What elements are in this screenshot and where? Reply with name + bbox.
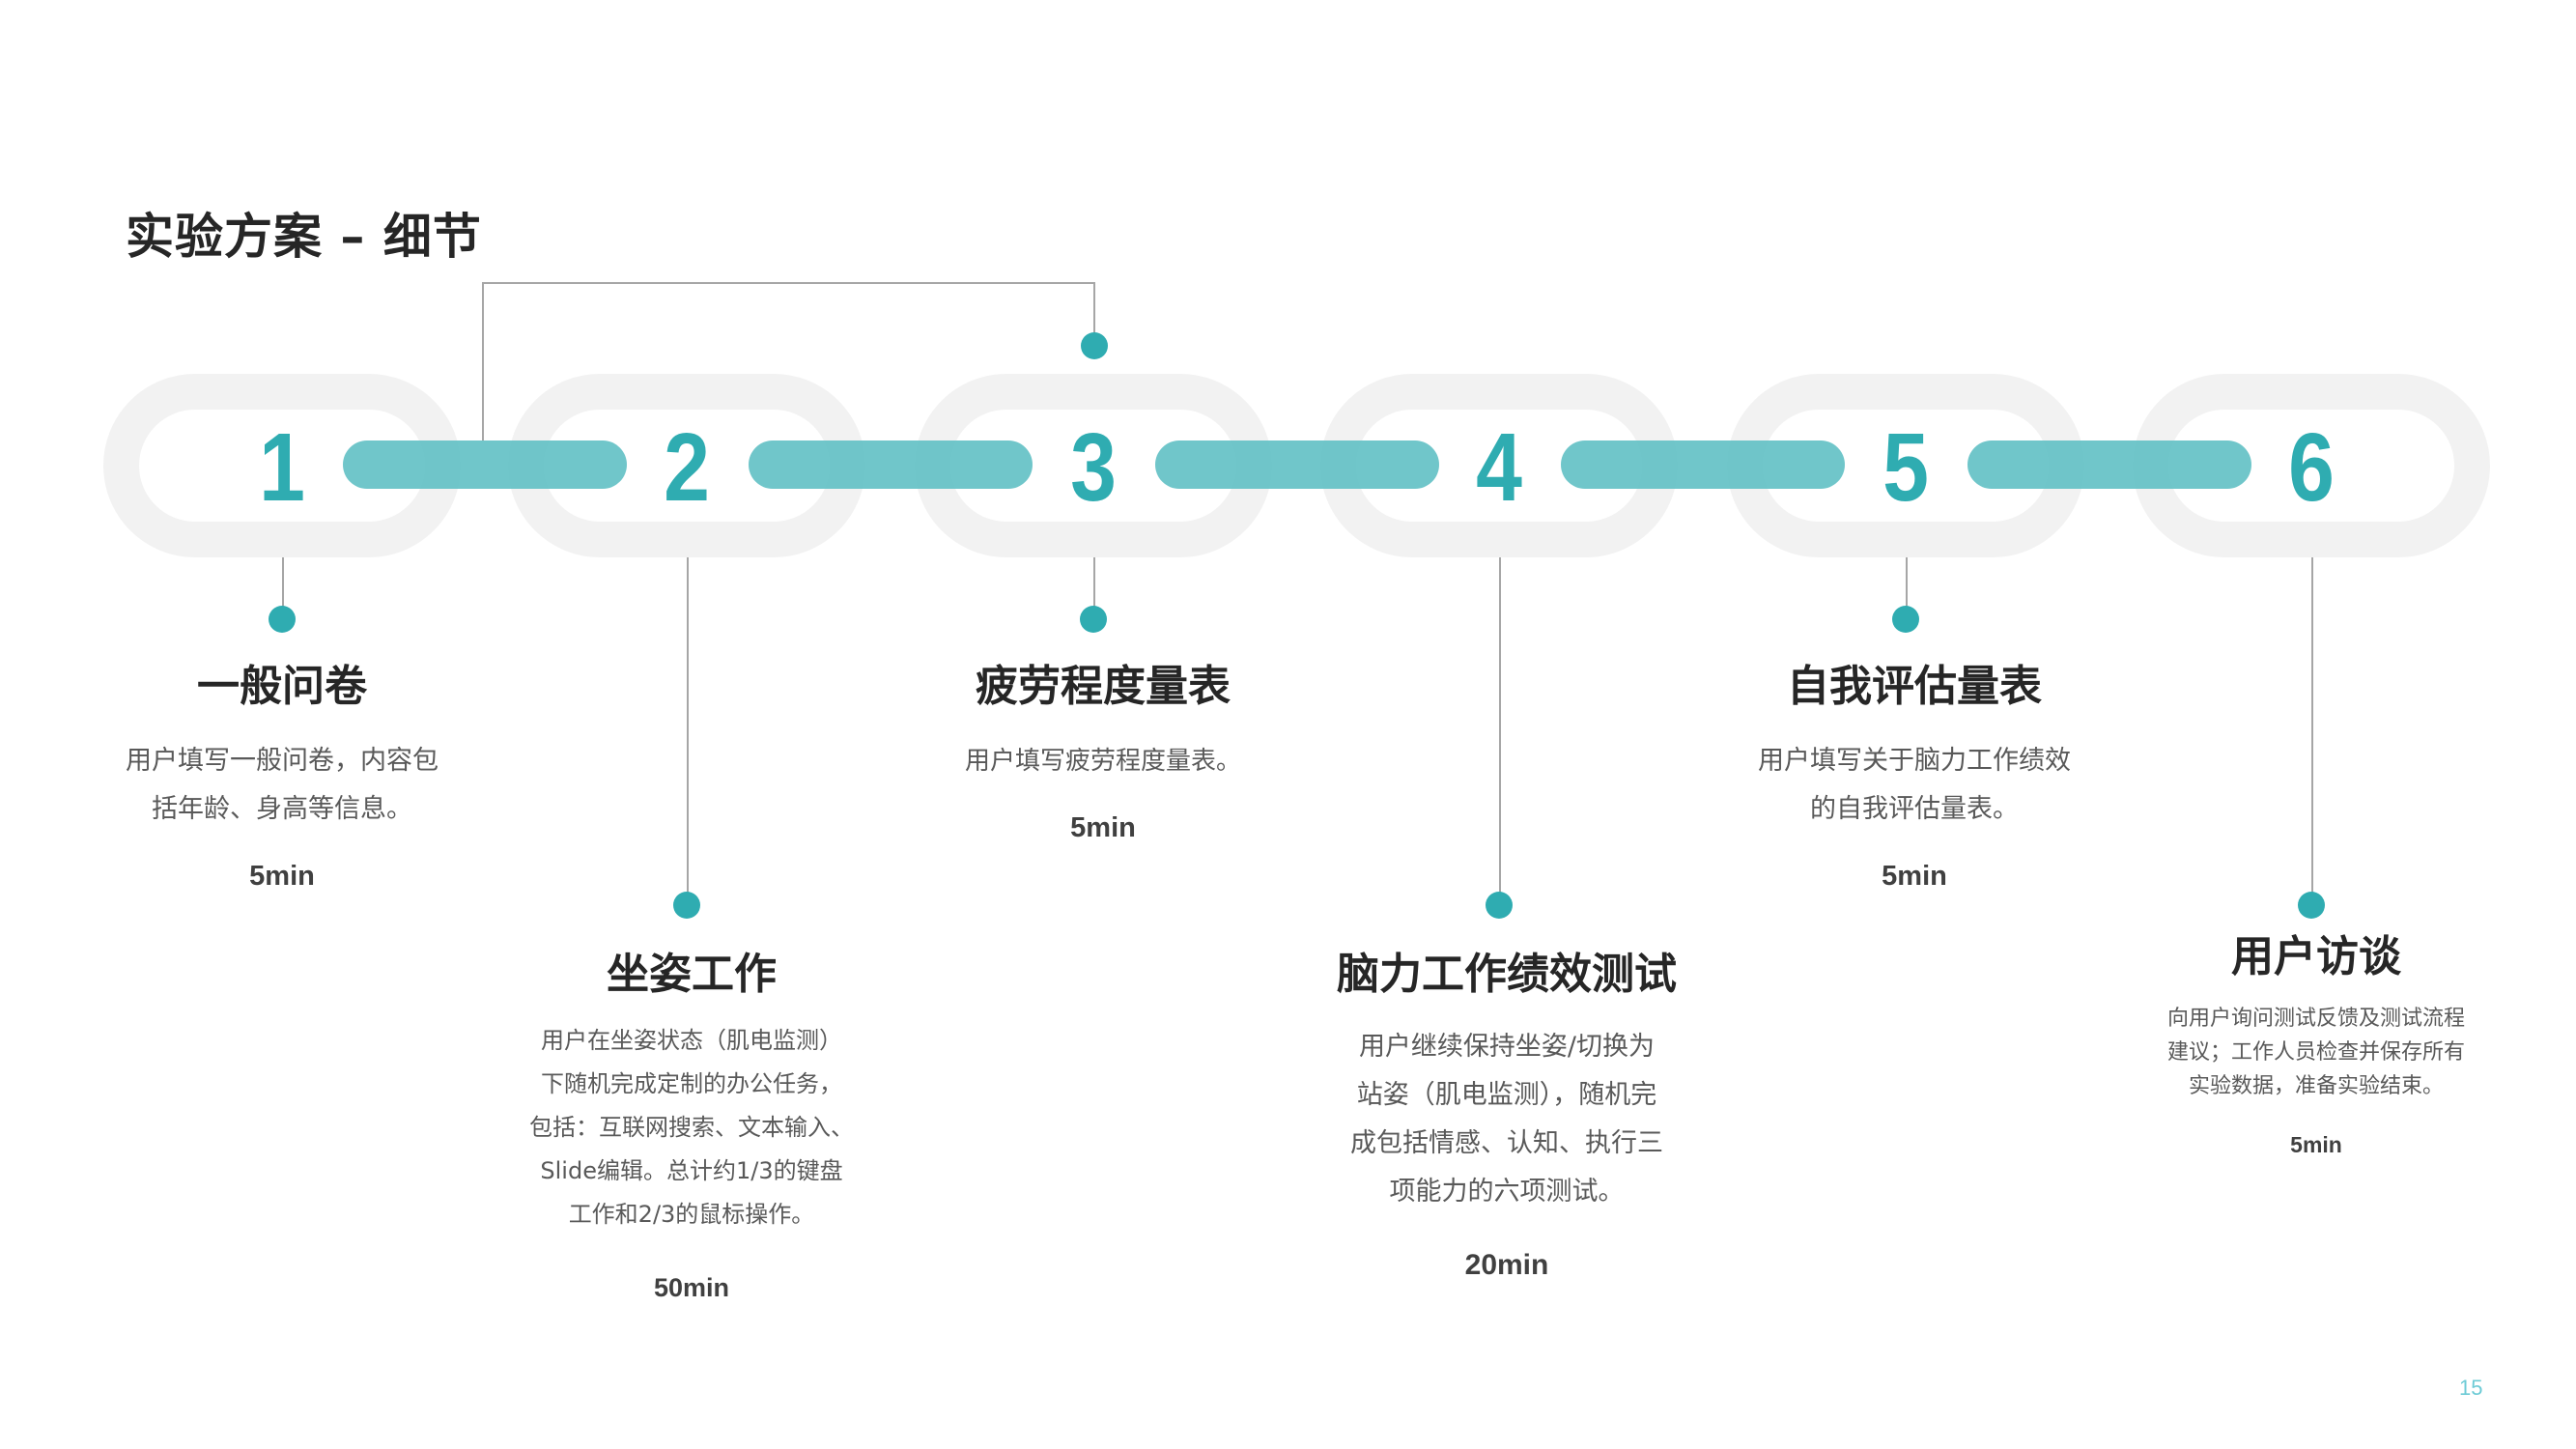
step-description: 用户继续保持坐姿/切换为 站姿（肌电监测），随机完 成包括情感、认知、执行三 项… (1350, 1032, 1663, 1207)
bracket-right-line (1093, 283, 1095, 339)
step-title: 一般问卷 (197, 662, 367, 711)
step-card-6: 用户访谈 向用户询问测试反馈及测试流程 建议；工作人员检查并保存所有 实验数据，… (2094, 930, 2538, 1158)
step-number-6: 6 (2288, 413, 2335, 522)
chain-bar-1-2 (343, 440, 627, 489)
page-title: 实验方案 – 细节 (126, 209, 482, 265)
step-number-5: 5 (1882, 413, 1929, 522)
step-title: 脑力工作绩效测试 (1337, 950, 1677, 999)
step-title: 疲劳程度量表 (976, 662, 1231, 711)
step-1-connector (282, 557, 284, 611)
step-3-top-dot (1081, 332, 1108, 359)
step-5-connector (1906, 557, 1908, 611)
step-card-3: 疲劳程度量表 用户填写疲劳程度量表。 5min (881, 660, 1325, 844)
step-3-dot (1080, 606, 1107, 633)
step-title: 用户访谈 (2231, 932, 2401, 981)
chain-bar-4-5 (1561, 440, 1845, 489)
step-1-dot (269, 606, 296, 633)
step-4-dot (1486, 892, 1513, 919)
chain-bar-5-6 (1967, 440, 2251, 489)
step-description: 向用户询问测试反馈及测试流程 建议；工作人员检查并保存所有 实验数据，准备实验结… (2166, 1007, 2465, 1098)
step-card-2: 坐姿工作 用户在坐姿状态（肌电监测） 下随机完成定制的办公任务， 包括：互联网搜… (469, 948, 914, 1303)
chain-bar-3-4 (1155, 440, 1439, 489)
step-number-2: 2 (664, 413, 710, 522)
step-number-1: 1 (259, 413, 305, 522)
step-description: 用户填写关于脑力工作绩效 的自我评估量表。 (1758, 746, 2071, 824)
step-card-5: 自我评估量表 用户填写关于脑力工作绩效 的自我评估量表。 5min (1692, 660, 2137, 893)
page-number: 15 (2459, 1376, 2483, 1400)
step-duration: 5min (2290, 1132, 2342, 1157)
step-title: 自我评估量表 (1787, 662, 2042, 711)
step-2-dot (673, 892, 700, 919)
step-description: 用户填写疲劳程度量表。 (964, 747, 1241, 776)
step-card-4: 脑力工作绩效测试 用户继续保持坐姿/切换为 站姿（肌电监测），随机完 成包括情感… (1285, 948, 1729, 1282)
chain-bar-2-3 (749, 440, 1033, 489)
step-3-connector (1093, 557, 1095, 611)
bracket-left-line (482, 283, 484, 440)
step-duration: 50min (653, 1273, 730, 1302)
step-4-connector (1499, 557, 1501, 897)
step-number-3: 3 (1070, 413, 1117, 522)
step-number-4: 4 (1476, 413, 1522, 522)
step-duration: 5min (1882, 861, 1947, 892)
step-6-connector (2311, 557, 2313, 897)
bracket-top-line (482, 282, 1095, 284)
step-2-connector (687, 557, 689, 897)
step-card-1: 一般问卷 用户填写一般问卷，内容包 括年龄、身高等信息。 5min (60, 660, 504, 893)
step-duration: 5min (249, 861, 315, 892)
step-duration: 20min (1464, 1249, 1549, 1281)
step-title: 坐姿工作 (607, 950, 777, 999)
step-6-dot (2298, 892, 2325, 919)
step-description: 用户填写一般问卷，内容包 括年龄、身高等信息。 (126, 746, 439, 824)
step-duration: 5min (1070, 812, 1136, 843)
step-description: 用户在坐姿状态（肌电监测） 下随机完成定制的办公任务， 包括：互联网搜索、文本输… (529, 1027, 854, 1228)
step-5-dot (1892, 606, 1919, 633)
